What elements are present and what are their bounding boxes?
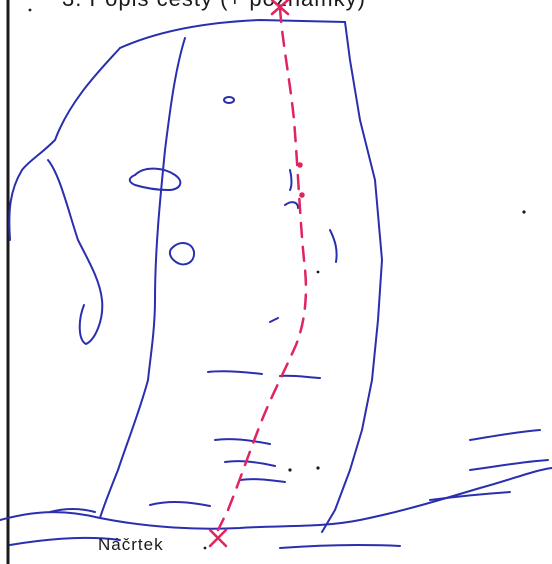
rock-outline	[0, 20, 552, 548]
ink-dots	[29, 9, 526, 550]
section-heading: 3. Popis cesty (+ poznámky)	[62, 0, 366, 11]
sketch-caption: Náčrtek	[98, 535, 164, 554]
climbing-route	[210, 0, 306, 546]
